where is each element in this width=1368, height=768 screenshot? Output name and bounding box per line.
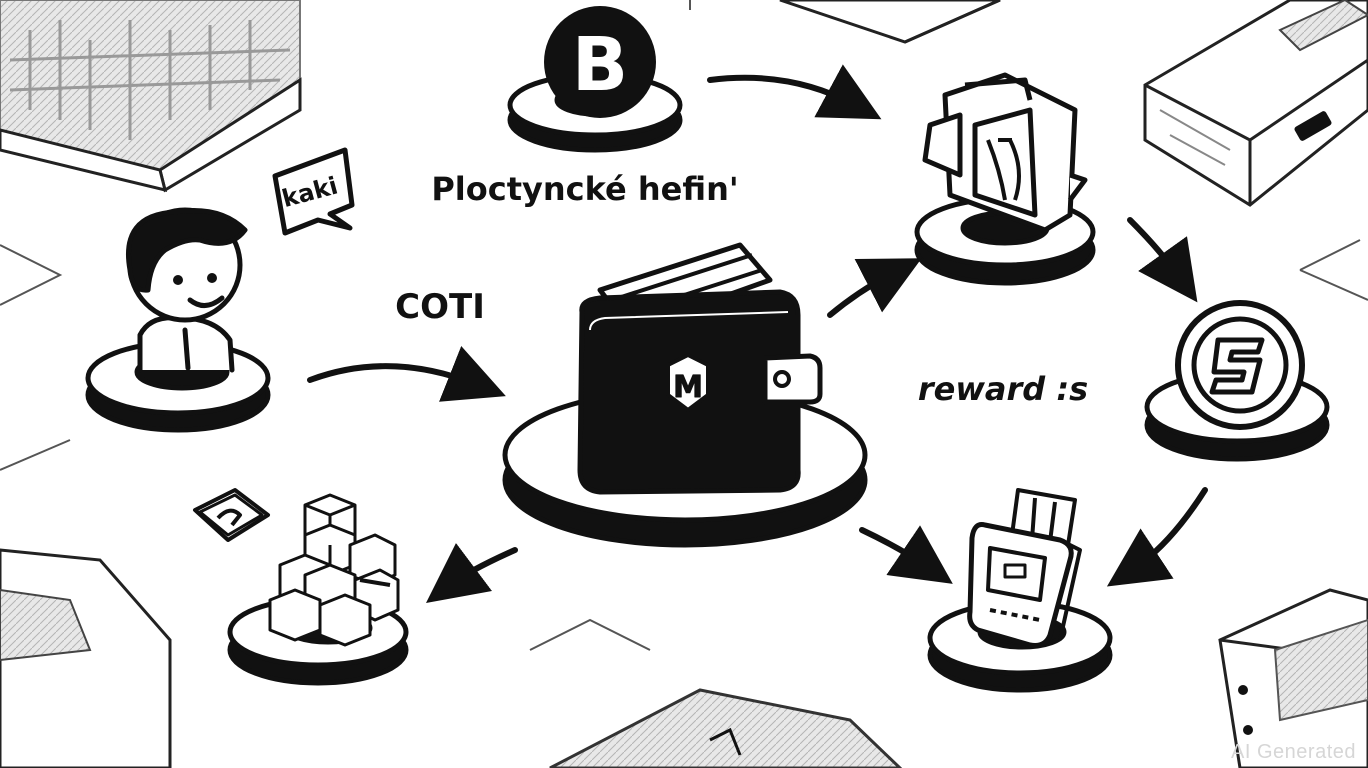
crate-top: [779, 0, 1001, 44]
arrow-user-to-wallet: [307, 346, 506, 402]
slab-bottom-center: [549, 688, 903, 768]
arrow-wallet-to-blocks: [425, 543, 518, 603]
wallet-badge-letter: M: [673, 370, 703, 405]
b-coin-letter: B: [572, 22, 628, 108]
card-reader-icon: [922, 72, 1088, 233]
rewards-label: reward :s: [918, 370, 1088, 408]
arrow-token-to-device: [1106, 487, 1208, 587]
cubes-icon: [268, 493, 400, 647]
platform-bottom-left: [0, 548, 172, 768]
b-coin-icon: B: [544, 6, 656, 118]
machine-bottom-right: [1218, 588, 1368, 768]
arrow-card-to-token: [1127, 217, 1198, 303]
background-grid: [0, 0, 1368, 651]
flow-arrows: [307, 64, 1208, 603]
server-box-top-right: [1143, 0, 1368, 207]
arrow-wallet-to-device: [859, 525, 953, 584]
person-icon: [126, 207, 248, 373]
arrow-top-to-card: [707, 64, 882, 120]
s-coin-icon: [1175, 300, 1305, 430]
ai-generated-watermark: AI Generated: [1231, 741, 1356, 763]
tag-icon: [193, 488, 270, 542]
building-top-left: [0, 0, 302, 193]
coti-label: COTI: [395, 287, 485, 327]
payment-terminal-icon: [967, 488, 1082, 648]
wallet-icon: M: [577, 242, 823, 495]
chat-bubble-icon: kaki: [272, 147, 355, 236]
title-label: Ploctyncké hefin': [431, 170, 738, 208]
arrow-wallet-to-card: [827, 258, 922, 318]
